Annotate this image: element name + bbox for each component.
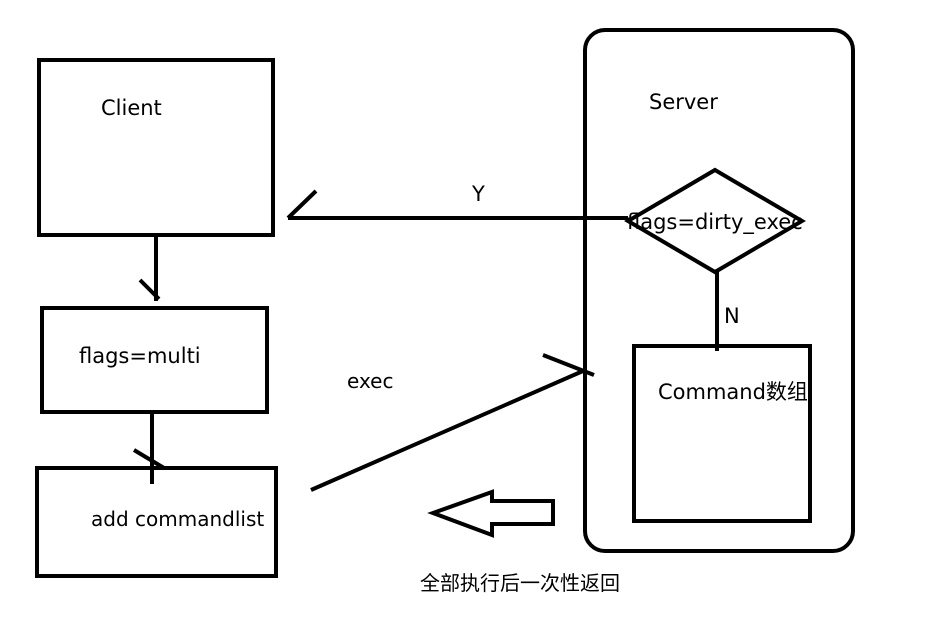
decision-node: flags=dirty_exec [624,167,806,275]
command-array-node: Command数组 [632,344,812,523]
return-block-arrow [427,489,555,538]
exec-label: exec [347,369,393,393]
command-array-box [632,344,812,523]
arrow-exec-to-server: exec [310,353,595,492]
arrow-client-to-multi [138,235,161,301]
no-label: N [724,304,740,328]
decision-label: flags=dirty_exec [627,210,803,235]
return-label: 全部执行后一次性返回 [420,571,620,595]
commandlist-box [35,466,278,578]
command-array-label: Command数组 [658,380,808,404]
multi-node: flags=multi [40,306,269,414]
arrow-yes-to-client: Y [286,182,628,220]
server-box [583,28,855,553]
commandlist-node: add commandlist [35,466,278,578]
client-node: Client [37,58,275,237]
multi-box [40,306,269,414]
client-box [37,58,275,237]
client-label: Client [101,96,162,120]
arrow-no-to-command-array: N [715,272,740,351]
commandlist-label: add commandlist [91,507,264,531]
yes-label: Y [471,182,485,206]
multi-label: flags=multi [79,344,201,368]
server-container: Server [583,28,855,553]
server-label: Server [649,90,718,114]
return-arrow: 全部执行后一次性返回 [420,489,620,595]
arrow-multi-to-commandlist [132,412,166,484]
